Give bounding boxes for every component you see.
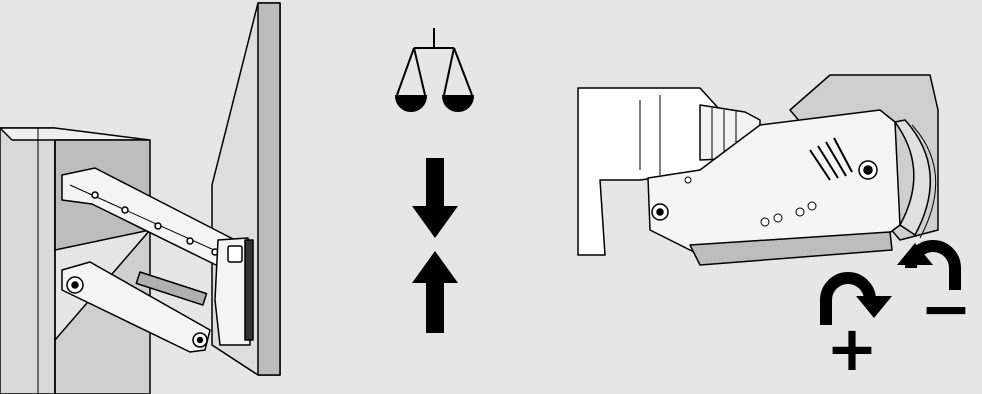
drill-adjust-illustration bbox=[578, 75, 938, 265]
down-arrow-icon bbox=[412, 158, 458, 238]
balance-scale-icon bbox=[396, 28, 473, 111]
decrease-sign: − bbox=[920, 278, 972, 340]
up-arrow-icon bbox=[412, 251, 458, 333]
lift-mechanism-illustration bbox=[0, 3, 280, 394]
increase-sign: + bbox=[826, 318, 878, 380]
cabinet-side-panel bbox=[0, 128, 55, 394]
cabinet-top-panel bbox=[0, 128, 150, 140]
front-door-edge bbox=[258, 3, 280, 375]
